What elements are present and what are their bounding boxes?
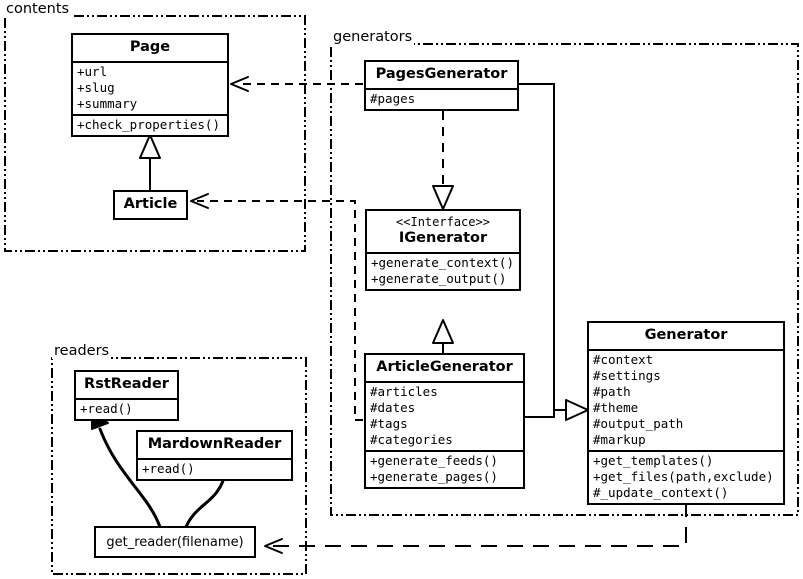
class-member: #context [593, 351, 654, 367]
class-pagesgenerator-name: PagesGenerator [375, 66, 508, 82]
class-page-name: Page [129, 39, 171, 55]
class-page-attributes: +url +slug +summary [73, 60, 227, 114]
class-igenerator-stereotype: <<Interface>> [396, 215, 490, 229]
class-pagesgenerator-attributes: #pages [366, 87, 517, 109]
class-rstreader-methods: +read() [76, 397, 177, 419]
class-rstreader[interactable]: RstReader +read() [74, 370, 179, 421]
inheritance-articlegenerator-generator [525, 399, 589, 421]
class-generator[interactable]: Generator #context #settings #path #them… [587, 321, 785, 505]
class-member: #output_path [593, 415, 684, 431]
class-member: +get_templates() [593, 452, 714, 468]
class-member: +summary [77, 95, 138, 111]
class-mardownreader[interactable]: MardownReader +read() [136, 430, 293, 481]
package-label-readers: readers [52, 343, 112, 359]
class-member: +slug [77, 79, 115, 95]
class-member: #theme [593, 399, 639, 415]
package-label-contents: contents [4, 1, 72, 17]
class-article[interactable]: Article [113, 190, 188, 220]
class-member: +check_properties() [77, 116, 220, 132]
class-member: +read() [80, 400, 133, 416]
class-member: #settings [593, 367, 661, 383]
class-member: #path [593, 383, 631, 399]
class-member: #articles [370, 383, 438, 399]
class-member: #tags [370, 415, 408, 431]
class-articlegenerator-attributes: #articles #dates #tags #categories [366, 380, 523, 450]
class-igenerator-methods: +generate_context() +generate_output() [367, 251, 519, 289]
class-member: #markup [593, 431, 646, 447]
class-mardownreader-name: MardownReader [147, 436, 282, 452]
class-articlegenerator[interactable]: ArticleGenerator #articles #dates #tags … [364, 353, 525, 489]
dependency-generator-getreader [264, 501, 687, 554]
class-member: +generate_feeds() [370, 452, 498, 468]
class-member: #pages [370, 90, 416, 106]
class-member: +url [77, 63, 108, 79]
realization-articlegenerator-igenerator [432, 319, 454, 354]
function-get-reader-label: get_reader(filename) [106, 534, 244, 550]
class-igenerator[interactable]: <<Interface>> IGenerator +generate_conte… [365, 209, 521, 291]
class-rstreader-name: RstReader [84, 376, 169, 392]
class-generator-methods: +get_templates() +get_files(path,exclude… [589, 449, 783, 503]
class-generator-name: Generator [644, 327, 728, 343]
class-articlegenerator-name: ArticleGenerator [376, 359, 513, 375]
class-article-name: Article [123, 196, 178, 212]
class-member: +generate_context() [371, 254, 514, 270]
class-member: +get_files(path,exclude) [593, 468, 774, 484]
class-mardownreader-methods: +read() [138, 457, 291, 479]
class-igenerator-name: IGenerator [398, 230, 488, 246]
inheritance-article-page [139, 134, 161, 190]
class-igenerator-header: <<Interface>> IGenerator [367, 211, 519, 252]
package-label-generators: generators [331, 29, 415, 45]
inheritance-pagesgenerator-generator [519, 83, 568, 411]
class-generator-attributes: #context #settings #path #theme #output_… [589, 348, 783, 450]
class-member: +generate_pages() [370, 468, 498, 484]
dependency-pagesgenerator-page [230, 76, 363, 92]
class-member: +generate_output() [371, 270, 507, 286]
class-page-methods: +check_properties() [73, 113, 227, 135]
class-articlegenerator-methods: +generate_feeds() +generate_pages() [366, 449, 523, 487]
class-page[interactable]: Page +url +slug +summary +check_properti… [71, 33, 229, 137]
class-member: +read() [142, 460, 195, 476]
dependency-articlegenerator-article [190, 193, 363, 421]
function-get-reader[interactable]: get_reader(filename) [94, 526, 256, 558]
class-member: #dates [370, 399, 416, 415]
class-member: #categories [370, 431, 453, 447]
class-member: #_update_context() [593, 484, 729, 500]
realization-pagesgenerator-igenerator [432, 111, 454, 210]
class-pagesgenerator[interactable]: PagesGenerator #pages [364, 60, 519, 111]
